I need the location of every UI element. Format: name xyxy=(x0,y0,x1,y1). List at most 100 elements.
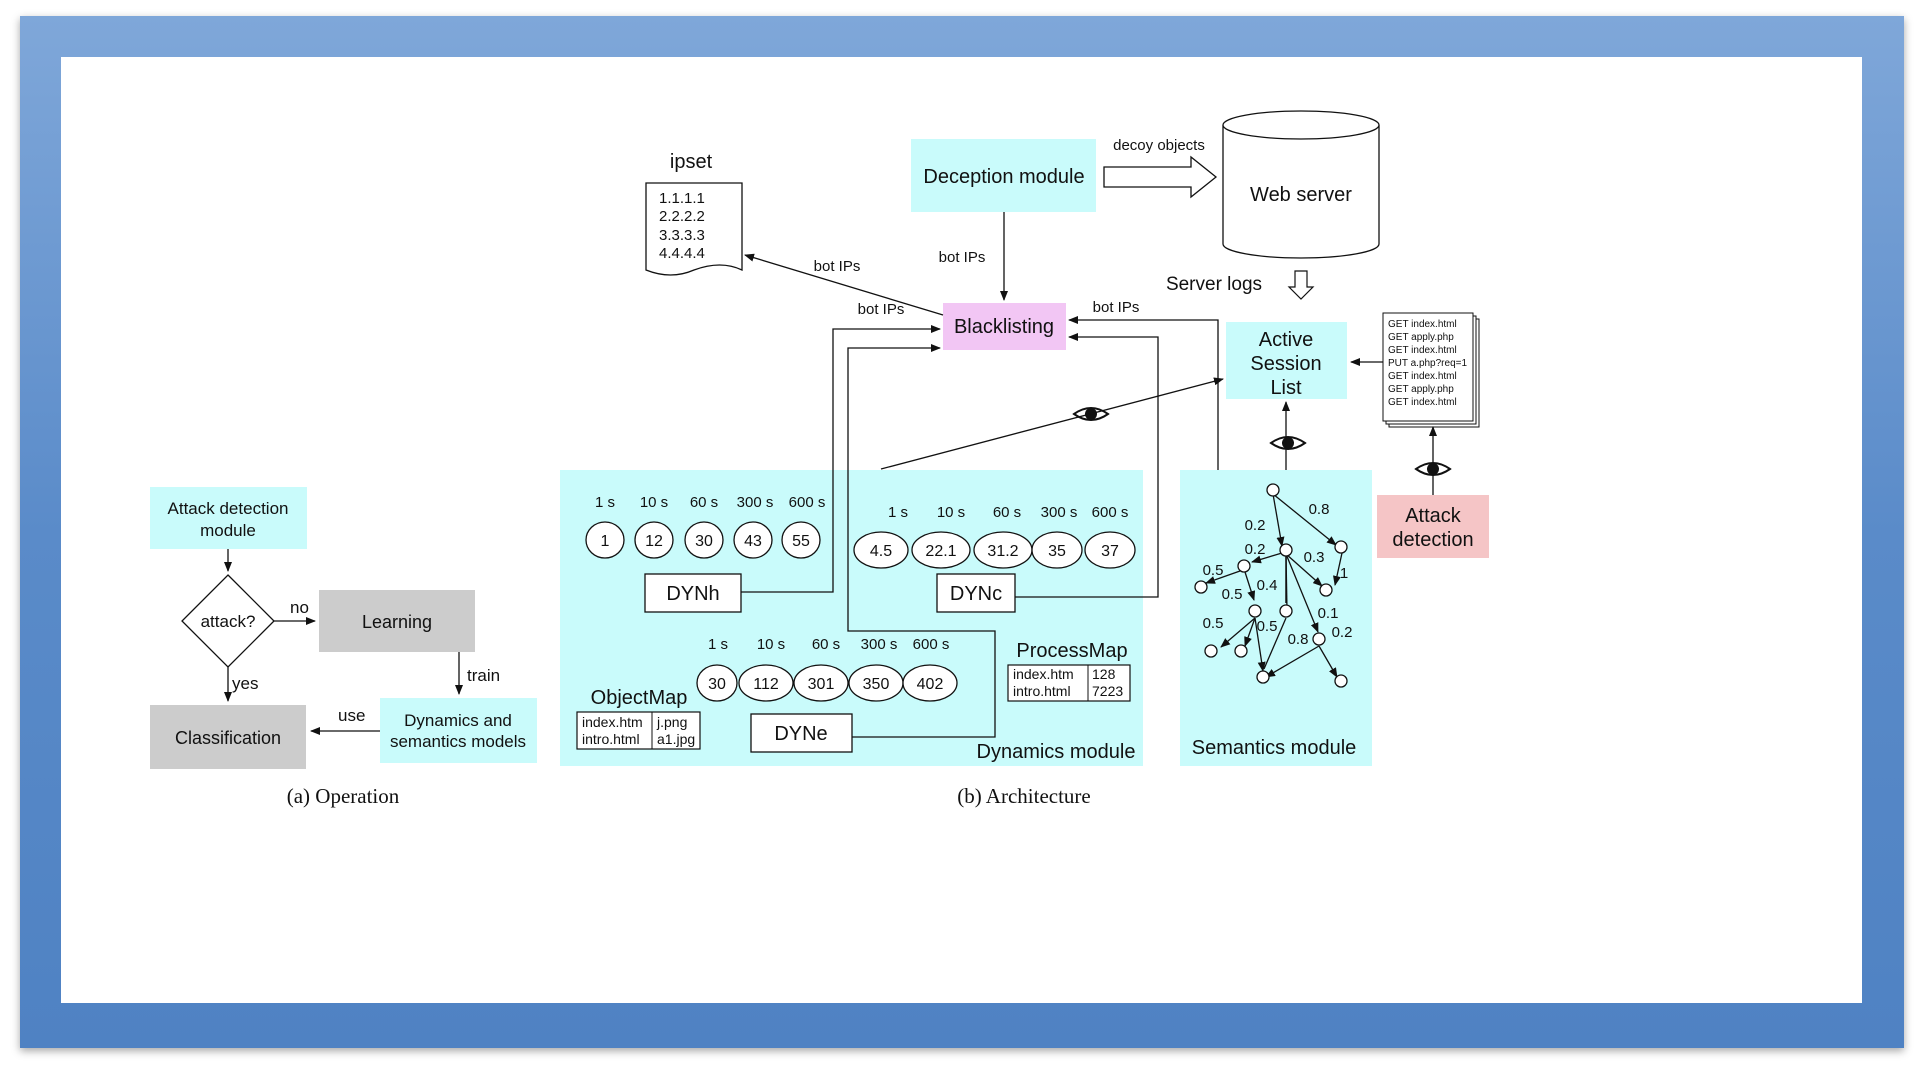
bot-ips-label-ipset: bot IPs xyxy=(814,258,861,275)
diagram: Attack detection module attack? no yes L… xyxy=(150,110,1489,808)
edge-weight: 0.5 xyxy=(1203,615,1224,632)
bot-ips-label-semantics: bot IPs xyxy=(1093,299,1140,316)
semantics-node xyxy=(1256,670,1270,684)
classification-label: Classification xyxy=(175,728,281,748)
request-3: GET index.html xyxy=(1388,345,1457,356)
process-map-cell: intro.html xyxy=(1013,683,1071,699)
server-logs-arrow xyxy=(1287,270,1315,300)
semantics-module-label: Semantics module xyxy=(1192,737,1357,759)
process-map-cell: index.htm xyxy=(1013,666,1074,682)
semantics-node xyxy=(1234,644,1248,658)
semantics-node xyxy=(1194,580,1208,594)
edge-weight: 0.3 xyxy=(1304,549,1325,566)
object-map-cell: j.png xyxy=(656,714,687,730)
dync-value-2: 22.1 xyxy=(925,543,956,560)
dync-value-node xyxy=(911,531,971,569)
dynh-window-4: 300 s xyxy=(737,494,774,511)
dync-value-node xyxy=(1031,531,1083,569)
server-logs-label: Server logs xyxy=(1166,274,1262,295)
dync-value-4: 35 xyxy=(1048,543,1066,560)
request-2: GET apply.php xyxy=(1388,332,1454,343)
dynh-label: DYNh xyxy=(666,583,719,605)
dyne-window-5: 600 s xyxy=(913,636,950,653)
architecture-caption: (b) Architecture xyxy=(957,784,1091,808)
edge-weight: 0.8 xyxy=(1309,501,1330,518)
dyne-label: DYNe xyxy=(774,723,827,745)
dynh-value-3: 30 xyxy=(695,533,713,550)
no-label: no xyxy=(290,598,309,617)
dynh-value-node xyxy=(585,521,625,559)
dynh-box xyxy=(644,573,742,613)
edge-weight: 0.5 xyxy=(1203,562,1224,579)
dyne-value-5: 402 xyxy=(917,676,944,693)
dync-window-2: 10 s xyxy=(937,504,965,521)
object-map-cell: a1.jpg xyxy=(657,731,695,747)
object-map-cell: intro.html xyxy=(582,731,640,747)
dyne-window-4: 300 s xyxy=(861,636,898,653)
train-label: train xyxy=(467,666,500,685)
learning-box xyxy=(319,590,475,652)
web-server-label: Web server xyxy=(1250,184,1352,206)
dync-value-3: 31.2 xyxy=(987,543,1018,560)
dyne-window-3: 60 s xyxy=(812,636,840,653)
dynh-value-node xyxy=(684,521,724,559)
attack-detection-line1: Attack xyxy=(1405,505,1462,527)
edge-weight: 0.8 xyxy=(1288,631,1309,648)
dyne-value-node xyxy=(696,664,738,702)
figure-canvas: Attack detection module attack? no yes L… xyxy=(61,57,1862,1003)
dync-value-1: 4.5 xyxy=(870,543,892,560)
attack-module-line1: Attack detection xyxy=(168,499,289,518)
deception-module-box xyxy=(911,139,1096,212)
bot-ips-label-deception: bot IPs xyxy=(939,249,986,266)
object-map-table xyxy=(576,711,701,750)
dyne-window-2: 10 s xyxy=(757,636,785,653)
edge-weight: 0.1 xyxy=(1318,605,1339,622)
request-4: PUT a.php?req=1 xyxy=(1388,358,1467,369)
use-label: use xyxy=(338,706,365,725)
yes-label: yes xyxy=(232,674,258,693)
operation-caption: (a) Operation xyxy=(287,784,400,808)
semantics-node xyxy=(1319,583,1333,597)
edge-weight: 0.2 xyxy=(1245,541,1266,558)
dync-window-5: 600 s xyxy=(1092,504,1129,521)
dyne-window-1: 1 s xyxy=(708,636,728,653)
dync-window-4: 300 s xyxy=(1041,504,1078,521)
edge-weight: 0.2 xyxy=(1245,517,1266,534)
semantics-node xyxy=(1248,604,1262,618)
dyne-value-2: 112 xyxy=(753,676,779,693)
dyne-value-3: 301 xyxy=(808,676,835,693)
dynh-value-node xyxy=(733,521,773,559)
dyne-box xyxy=(750,713,853,753)
dyne-value-node xyxy=(738,664,794,702)
dynh-value-node xyxy=(781,521,821,559)
ipset-item-3: 3.3.3.3 xyxy=(659,227,705,244)
request-5: GET index.html xyxy=(1388,371,1457,382)
ipset-item-1: 1.1.1.1 xyxy=(659,190,705,207)
dynh-value-node xyxy=(634,521,674,559)
edge-weight: 0.2 xyxy=(1332,624,1353,641)
semantics-graph xyxy=(1205,493,1343,678)
active-session-line3: List xyxy=(1270,377,1302,399)
decoy-objects-label: decoy objects xyxy=(1113,137,1205,154)
semantics-node xyxy=(1266,483,1280,497)
models-box xyxy=(380,698,537,763)
active-session-line2: Session xyxy=(1250,353,1321,375)
dync-value-node xyxy=(853,531,909,569)
dynh-value-1: 1 xyxy=(601,533,610,550)
semantics-node xyxy=(1279,604,1293,618)
process-map-cell: 128 xyxy=(1092,666,1116,682)
request-log-document xyxy=(1382,312,1474,422)
object-map-title: ObjectMap xyxy=(591,687,688,709)
semantics-node xyxy=(1279,543,1293,557)
models-line2: semantics models xyxy=(390,732,526,751)
eye-icon-semantics xyxy=(1269,436,1307,450)
active-session-list-box xyxy=(1226,322,1347,399)
dync-label: DYNc xyxy=(950,583,1002,605)
dynh-window-5: 600 s xyxy=(789,494,826,511)
dync-window-3: 60 s xyxy=(993,504,1021,521)
attack-decision-label: attack? xyxy=(201,612,256,631)
edge-weight: 0.5 xyxy=(1257,618,1278,635)
dynh-window-1: 1 s xyxy=(595,494,615,511)
dyne-value-4: 350 xyxy=(863,676,890,693)
window-frame: Attack detection module attack? no yes L… xyxy=(20,16,1904,1048)
